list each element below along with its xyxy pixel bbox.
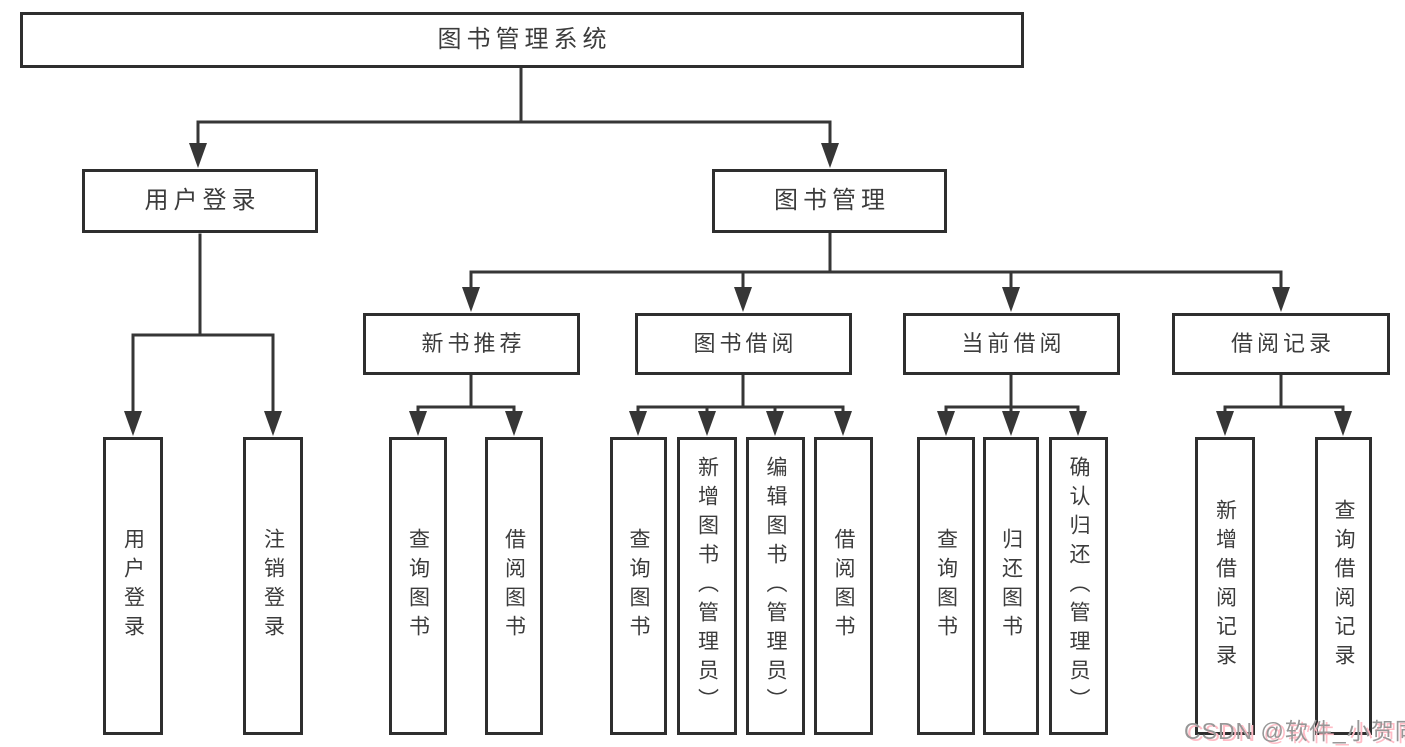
leaf-user-login: 用户登录 [103, 437, 163, 735]
leaf-current-query-books: 查询图书 [917, 437, 975, 735]
node-new-book-recommendation: 新书推荐 [363, 313, 580, 375]
leaf-add-borrow-record: 新增借阅记录 [1195, 437, 1255, 735]
leaf-user-login-label: 用户登录 [121, 528, 145, 644]
node-borrowing-records-label: 借阅记录 [1230, 331, 1335, 356]
leaf-current-query-books-label: 查询图书 [934, 528, 958, 644]
node-new-book-recommendation-label: 新书推荐 [421, 331, 526, 356]
leaf-recommend-query-books: 查询图书 [389, 437, 447, 735]
leaf-query-borrow-record-label: 查询借阅记录 [1332, 499, 1355, 673]
leaf-query-borrow-record: 查询借阅记录 [1315, 437, 1372, 735]
leaf-add-books-admin: 新增图书（管理员） [677, 437, 737, 735]
leaf-return-books-label: 归还图书 [999, 528, 1023, 644]
leaf-confirm-return-admin-label: 确认归还（管理员） [1067, 455, 1090, 717]
node-current-borrowing-label: 当前借阅 [961, 331, 1066, 356]
leaf-add-books-admin-label: 新增图书（管理员） [695, 455, 719, 717]
leaf-recommend-borrow-books: 借阅图书 [485, 437, 543, 735]
leaf-return-books: 归还图书 [983, 437, 1039, 735]
node-book-management-branch: 图书管理 [712, 169, 947, 233]
csdn-watermark: CSDN @软件_小贺同学 [1184, 718, 1405, 744]
leaf-recommend-query-books-label: 查询图书 [406, 528, 430, 644]
node-library-management-system: 图书管理系统 [20, 12, 1024, 68]
node-book-borrowing-label: 图书借阅 [693, 331, 798, 356]
node-current-borrowing: 当前借阅 [903, 313, 1120, 375]
leaf-borrowing-query-books: 查询图书 [610, 437, 667, 735]
leaf-borrowing-borrow-books: 借阅图书 [814, 437, 873, 735]
leaf-edit-books-admin-label: 编辑图书（管理员） [764, 455, 787, 717]
leaf-logout: 注销登录 [243, 437, 303, 735]
leaf-confirm-return-admin: 确认归还（管理员） [1049, 437, 1108, 735]
node-book-borrowing: 图书借阅 [635, 313, 852, 375]
node-borrowing-records: 借阅记录 [1172, 313, 1390, 375]
node-book-management-branch-label: 图书管理 [774, 187, 890, 214]
leaf-recommend-borrow-books-label: 借阅图书 [502, 528, 526, 644]
node-user-login-branch: 用户登录 [82, 169, 318, 233]
node-user-login-branch-label: 用户登录 [144, 187, 261, 214]
leaf-logout-label: 注销登录 [261, 528, 285, 644]
leaf-borrowing-query-books-label: 查询图书 [627, 528, 650, 644]
leaf-borrowing-borrow-books-label: 借阅图书 [832, 528, 855, 644]
node-library-management-system-label: 图书管理系统 [437, 26, 612, 53]
leaf-edit-books-admin: 编辑图书（管理员） [746, 437, 805, 735]
leaf-add-borrow-record-label: 新增借阅记录 [1213, 499, 1237, 673]
